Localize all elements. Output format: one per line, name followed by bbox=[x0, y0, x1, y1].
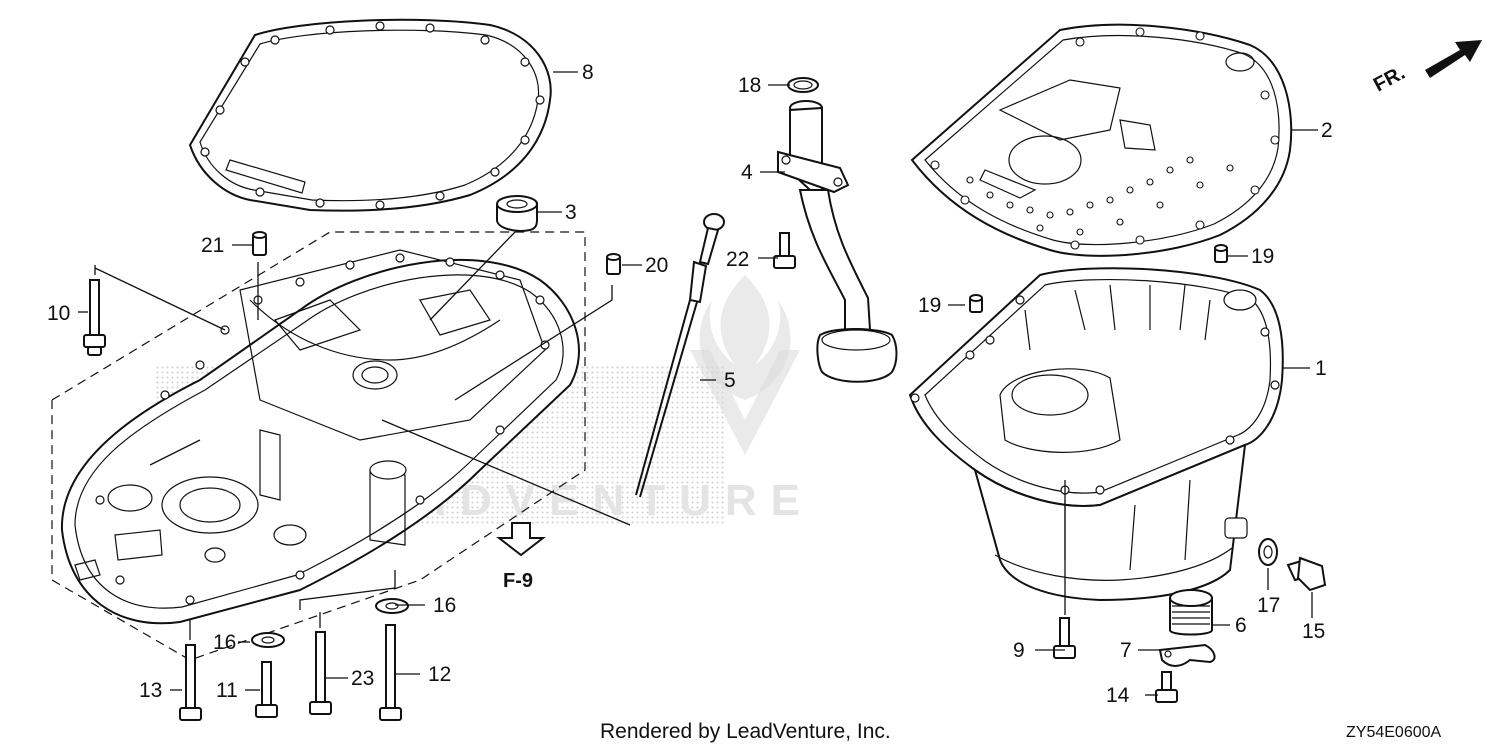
callout-19b: 19 bbox=[918, 294, 941, 317]
callout-16b: 16 bbox=[213, 631, 236, 654]
gasket-part-2 bbox=[910, 23, 1293, 257]
callout-3: 3 bbox=[565, 201, 577, 224]
front-label: FR. bbox=[1370, 62, 1409, 97]
callout-8: 8 bbox=[582, 61, 594, 84]
callout-22: 22 bbox=[726, 248, 749, 271]
bolt-part-14 bbox=[1155, 671, 1178, 703]
callout-16a: 16 bbox=[433, 594, 456, 617]
oil-pan-part-1 bbox=[908, 267, 1284, 602]
bolt-part-9 bbox=[1053, 617, 1076, 659]
dipstick-part-5 bbox=[635, 213, 725, 498]
gasket-part-8 bbox=[188, 18, 552, 212]
callout-5: 5 bbox=[724, 369, 736, 392]
callouts: 1 2 3 4 5 6 7 8 9 10 11 12 13 14 15 16 1… bbox=[47, 61, 1333, 707]
callout-7: 7 bbox=[1120, 639, 1132, 662]
callout-17: 17 bbox=[1257, 594, 1280, 617]
diagram-code: ZY54E0600A bbox=[1346, 724, 1442, 741]
bolt-part-13 bbox=[179, 644, 202, 721]
callout-14: 14 bbox=[1106, 684, 1130, 707]
bolt-part-22 bbox=[773, 232, 796, 269]
callout-1: 1 bbox=[1315, 357, 1327, 380]
callout-20: 20 bbox=[645, 254, 668, 277]
bolt-part-12 bbox=[379, 624, 402, 721]
reference-arrow bbox=[496, 522, 546, 557]
plug-part-6 bbox=[1169, 589, 1213, 636]
clip-part-7 bbox=[1158, 643, 1216, 667]
callout-10: 10 bbox=[47, 302, 70, 325]
seal-part-3 bbox=[496, 195, 539, 232]
callout-18: 18 bbox=[738, 74, 761, 97]
front-direction-indicator: FR. bbox=[1370, 40, 1482, 96]
washer-part-17 bbox=[1258, 538, 1278, 566]
callout-13: 13 bbox=[139, 679, 162, 702]
reference-label: F-9 bbox=[503, 570, 533, 592]
callout-12: 12 bbox=[428, 663, 451, 686]
washer-part-16a bbox=[375, 598, 409, 614]
callout-15: 15 bbox=[1302, 620, 1325, 643]
callout-23: 23 bbox=[351, 667, 374, 690]
bolt-part-23 bbox=[309, 631, 332, 715]
oil-strainer-part-4 bbox=[777, 100, 898, 383]
drain-plug-part-15 bbox=[1286, 556, 1327, 592]
callout-9: 9 bbox=[1013, 639, 1025, 662]
o-ring-part-18 bbox=[787, 77, 819, 93]
callout-4: 4 bbox=[741, 161, 753, 184]
callout-6: 6 bbox=[1235, 614, 1247, 637]
dowel-pin-part-19a bbox=[1214, 244, 1228, 263]
callout-19a: 19 bbox=[1251, 245, 1274, 268]
callout-21: 21 bbox=[201, 234, 224, 257]
bolt-part-10 bbox=[83, 279, 106, 356]
credit-text: Rendered by LeadVenture, Inc. bbox=[600, 720, 891, 743]
leader-lines bbox=[78, 71, 1318, 696]
engine-case bbox=[51, 231, 586, 661]
callout-2: 2 bbox=[1321, 119, 1333, 142]
callout-11: 11 bbox=[216, 679, 238, 702]
bolt-part-11 bbox=[255, 661, 278, 718]
dowel-pin-part-20 bbox=[606, 253, 621, 275]
washer-part-16b bbox=[251, 632, 285, 648]
dowel-pin-part-19b bbox=[969, 294, 983, 313]
dowel-pin-part-21 bbox=[252, 231, 267, 256]
